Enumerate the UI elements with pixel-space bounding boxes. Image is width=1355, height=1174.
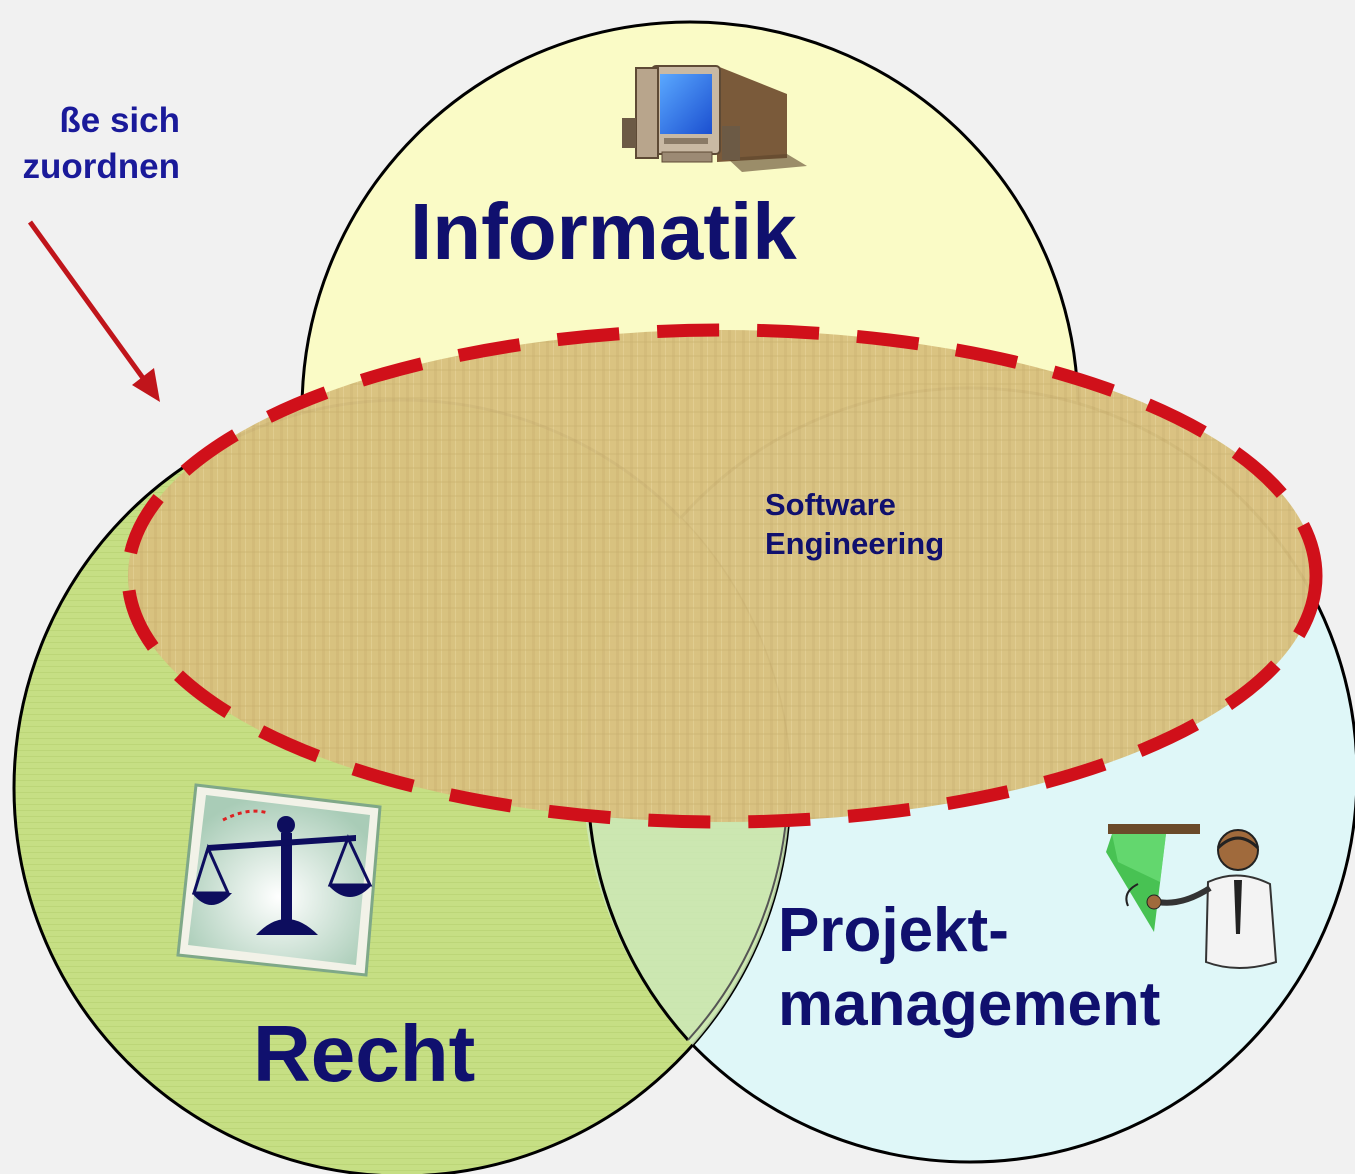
software-engineering-line-1: Software <box>765 487 896 522</box>
projektmanagement-label: Projekt- management <box>778 894 1160 1043</box>
scales-of-justice-icon <box>176 783 382 977</box>
callout-line-1: ße sich <box>59 101 180 140</box>
computer-icon <box>622 65 807 172</box>
callout-arrow <box>27 220 160 402</box>
software-engineering-ellipse <box>128 330 1316 822</box>
callout-line-2: zuordnen <box>22 146 180 186</box>
projekt-label-line-1: Projekt- <box>778 896 1009 965</box>
callout-text: ße sich zuordnen <box>23 98 180 189</box>
software-engineering-border <box>121 323 1323 829</box>
informatik-label: Informatik <box>410 187 797 276</box>
projekt-label-line-2: management <box>778 970 1161 1040</box>
software-engineering-label: Software Engineering <box>765 485 944 563</box>
software-engineering-line-2: Engineering <box>765 526 945 562</box>
presenter-icon <box>1106 824 1278 969</box>
recht-label: Recht <box>253 1009 476 1098</box>
